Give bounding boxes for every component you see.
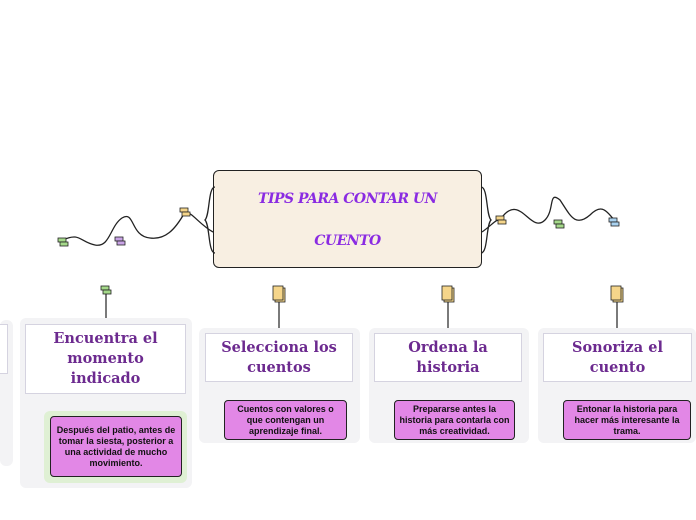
branch-title-line: cuentos [247, 358, 311, 376]
note-icon [610, 285, 624, 303]
topic-icon [553, 219, 565, 229]
central-topic-line1: TIPS PARA CONTAR UN [258, 191, 437, 207]
branch-note[interactable]: Cuentos con valores o que contengan un a… [224, 400, 347, 440]
branch-title-line: Selecciona los [221, 338, 337, 356]
topic-icon [495, 215, 507, 225]
branch-note[interactable]: Prepararse antes la historia para contar… [394, 400, 515, 440]
branch-title-line: Ordena la [408, 338, 488, 356]
central-topic-line2: CUENTO [314, 233, 381, 249]
branch-title-box[interactable]: Ordena la historia [374, 333, 522, 382]
topic-icon [179, 207, 191, 217]
branch-title-line: indicado [70, 370, 141, 387]
branch-title-line: cuento [589, 358, 646, 376]
branch-title-box[interactable]: Encuentra el momento indicado [25, 324, 186, 394]
topic-icon [608, 217, 620, 227]
branch-note[interactable]: Entonar la historia para hacer más inter… [563, 400, 691, 440]
central-topic[interactable]: TIPS PARA CONTAR UN CUENTO [213, 170, 482, 268]
note-icon [441, 285, 455, 303]
branch-title-box[interactable]: Selecciona los cuentos [205, 333, 353, 382]
cutoff-topic-box [0, 324, 8, 374]
note-icon [272, 285, 286, 303]
right-brace-icon [480, 186, 492, 254]
branch-title-line: historia [416, 358, 480, 376]
branch-title-box[interactable]: Sonoriza el cuento [543, 333, 692, 382]
branch-title-line: Encuentra el [53, 330, 158, 347]
branch-title-line: momento [67, 350, 144, 367]
branch-title-line: Sonoriza el [572, 338, 663, 356]
topic-icon [100, 285, 112, 295]
topic-icon [114, 236, 126, 246]
branch-note[interactable]: Después del patio, antes de tomar la sie… [50, 416, 182, 477]
topic-icon [57, 237, 69, 247]
left-brace-icon [204, 186, 216, 254]
